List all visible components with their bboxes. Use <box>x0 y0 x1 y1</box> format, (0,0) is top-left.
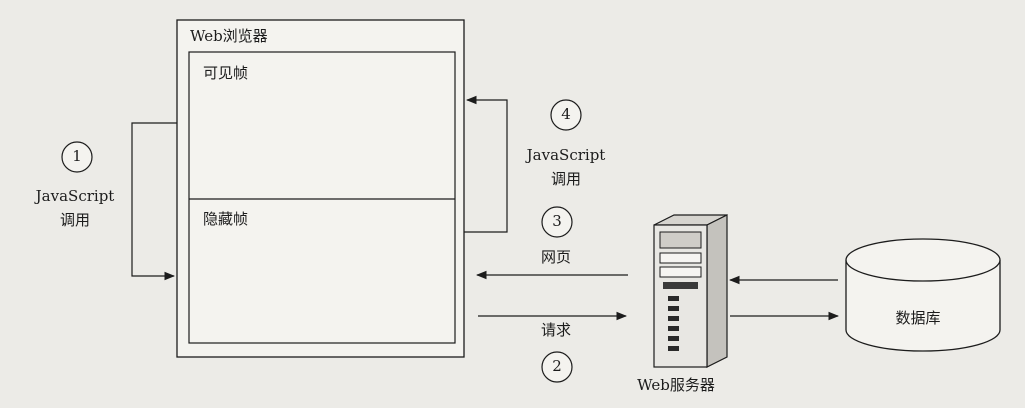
step3-number: 3 <box>552 212 562 230</box>
step1-number: 1 <box>72 147 82 165</box>
server-tower-icon <box>653 214 728 368</box>
browser-inner-frame <box>188 51 456 344</box>
step4-call-arrow <box>464 95 508 233</box>
step4-number: 4 <box>561 105 571 123</box>
browser-window <box>176 19 465 358</box>
step1-circle <box>61 141 93 173</box>
hidden-frame-label: 隐藏帧 <box>203 210 249 228</box>
database-cylinder-icon <box>845 238 1001 352</box>
visible-frame-label: 可见帧 <box>203 64 249 82</box>
page-label: 网页 <box>540 248 572 266</box>
step1-caption-line1: JavaScript <box>35 187 115 205</box>
database-label: 数据库 <box>895 309 941 327</box>
step1-caption-line2: 调用 <box>59 211 91 229</box>
request-label: 请求 <box>540 321 572 339</box>
step4-caption-line1: JavaScript <box>526 146 606 164</box>
step2-number: 2 <box>552 357 562 375</box>
step2-circle <box>541 351 573 383</box>
browser-title: Web浏览器 <box>190 27 268 45</box>
step4-caption-line2: 调用 <box>550 170 582 188</box>
step4-circle <box>550 99 582 131</box>
step1-call-arrow <box>131 122 177 281</box>
server-label: Web服务器 <box>637 376 715 394</box>
step3-circle <box>541 206 573 238</box>
